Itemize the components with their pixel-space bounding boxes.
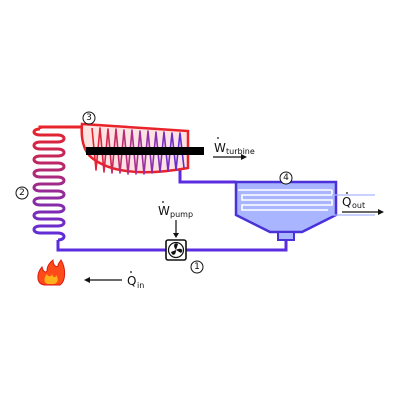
w-pump-label: W pump — [158, 201, 193, 219]
station-1-label: 1 — [194, 262, 200, 272]
station-3: 3 — [82, 111, 96, 125]
flame-core — [44, 274, 58, 284]
energy-labels: W turbine W pump Q out Q in — [127, 137, 365, 290]
w-turbine-subscript: turbine — [226, 147, 255, 156]
condenser-outlet-pipe — [186, 232, 288, 252]
dot-accent — [130, 271, 132, 273]
q-in-symbol: Q — [127, 274, 136, 288]
q-out-subscript: out — [352, 201, 365, 210]
q-out-symbol: Q — [342, 195, 351, 209]
w-pump-arrow — [173, 220, 179, 238]
w-turbine-symbol: W — [214, 141, 226, 155]
pump — [165, 239, 187, 261]
q-in-subscript: in — [137, 281, 144, 290]
w-pump-subscript: pump — [170, 210, 193, 219]
turbine — [80, 122, 204, 175]
w-turbine-label: W turbine — [214, 137, 255, 156]
w-pump-symbol: W — [158, 204, 170, 218]
pump-outlet-pipe — [56, 240, 166, 252]
condenser-outlet-neck — [277, 231, 295, 241]
boiler-coil — [32, 127, 66, 242]
station-3-label: 3 — [86, 113, 92, 123]
dot-accent — [162, 201, 164, 203]
station-4: 4 — [279, 171, 293, 185]
fan-icon — [171, 243, 183, 255]
station-1: 1 — [190, 260, 204, 274]
station-2-label: 2 — [19, 188, 25, 198]
turbine-shaft — [86, 147, 204, 155]
heater — [37, 258, 66, 286]
turbine-exit-pipe — [178, 170, 236, 184]
station-markers: 3 2 4 1 — [15, 111, 293, 274]
dot-accent — [217, 137, 219, 139]
arrows — [84, 154, 384, 283]
q-out-label: Q out — [342, 192, 365, 210]
q-in-label: Q in — [127, 271, 144, 290]
dot-accent — [346, 192, 348, 194]
hot-pipe — [38, 125, 82, 129]
station-2: 2 — [15, 186, 29, 200]
q-out-arrow — [342, 209, 384, 215]
condenser — [234, 180, 375, 241]
condenser-cooling-coil — [238, 189, 333, 211]
w-turbine-arrow — [213, 154, 247, 160]
q-in-arrow — [84, 277, 122, 283]
station-4-label: 4 — [283, 173, 289, 183]
